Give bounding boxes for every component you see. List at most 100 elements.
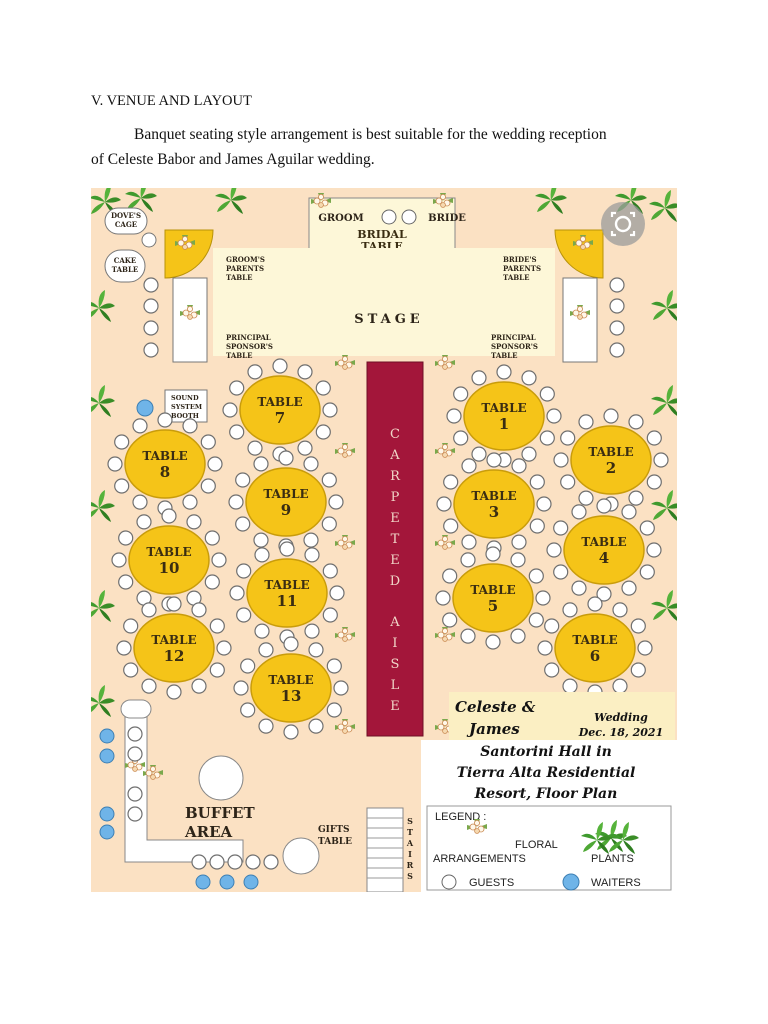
guest-chair <box>283 636 299 652</box>
sound-label: SOUND <box>171 394 199 402</box>
guest-chair <box>207 456 223 472</box>
guest-chair <box>118 530 134 546</box>
principal-left-label-3: TABLE <box>226 351 252 360</box>
guest-chair <box>235 472 251 488</box>
table-number: 5 <box>488 597 498 615</box>
table-word: TABLE <box>264 578 309 592</box>
guest-chair <box>539 386 555 402</box>
table-top <box>133 613 215 683</box>
title-names-2: James <box>466 720 520 738</box>
guest-chair <box>446 408 462 424</box>
table-top <box>245 467 327 537</box>
aisle-letter: E <box>390 511 400 526</box>
guest-chair <box>442 612 458 628</box>
stairs-letter: T <box>407 827 413 837</box>
guest-chair <box>114 478 130 494</box>
doves-cage-label: DOVE'S <box>111 211 141 220</box>
bride-label: BRIDE <box>428 213 466 224</box>
table-number: 7 <box>275 409 285 427</box>
guest-chair <box>254 623 270 639</box>
guest-chair <box>646 474 662 490</box>
table-number: 8 <box>160 463 170 481</box>
guest-chair <box>272 358 288 374</box>
aisle-letter: S <box>391 657 400 672</box>
section-heading: V. VENUE AND LAYOUT <box>91 93 252 109</box>
guest-chair <box>539 430 555 446</box>
aisle-letter: R <box>390 469 401 484</box>
bridal-label: BRIDAL <box>357 228 407 241</box>
guest-chair <box>628 490 644 506</box>
guest-legend-icon <box>441 874 457 890</box>
guest-chair <box>297 440 313 456</box>
legend-floral-2: ARRANGEMENTS <box>433 853 526 865</box>
brides-parents-label-3: TABLE <box>503 273 529 282</box>
guest-chair <box>233 680 249 696</box>
groom-label: GROOM <box>318 213 363 224</box>
guest-chair <box>111 552 127 568</box>
guest-chair <box>258 718 274 734</box>
aisle-letter: E <box>390 553 400 568</box>
guest-chair <box>304 547 320 563</box>
guest-chair <box>166 684 182 700</box>
guest-chair <box>322 607 338 623</box>
guest-chair <box>511 534 527 550</box>
sound-label-3: BOOTH <box>171 412 199 420</box>
table-top <box>463 381 545 451</box>
table-number: 4 <box>599 549 609 567</box>
guest-chair <box>222 402 238 418</box>
principal-right-label: PRINCIPAL <box>491 333 536 342</box>
guest-chair <box>326 702 342 718</box>
table-top <box>554 613 636 683</box>
stairs <box>366 807 404 892</box>
guest-chair <box>612 678 628 694</box>
guest-chair <box>123 618 139 634</box>
title-event: Wedding <box>594 711 648 724</box>
table-top <box>570 425 652 495</box>
guest-chair <box>544 662 560 678</box>
paragraph-line-2: of Celeste Babor and James Aguilar weddi… <box>91 151 375 168</box>
guest-chair <box>182 418 198 434</box>
table-top <box>452 563 534 633</box>
guest-chair <box>571 504 587 520</box>
guest-chair <box>639 564 655 580</box>
doves-cage-label-2: CAGE <box>115 220 137 229</box>
floor-plan-image: DOVE'S CAGE CAKE TABLE GROOM BRIDE BRIDA… <box>91 188 677 892</box>
guest-chair <box>141 602 157 618</box>
guest-chair <box>253 456 269 472</box>
guest-chair <box>443 474 459 490</box>
doves-cage <box>104 207 148 235</box>
intro-paragraph: Banquet seating style arrangement is bes… <box>91 122 691 172</box>
guest-chair <box>529 518 545 534</box>
guest-chair <box>612 602 628 618</box>
image-search-lens-icon[interactable] <box>601 202 645 246</box>
table-word: TABLE <box>588 445 633 459</box>
guest-chair <box>236 607 252 623</box>
table-word: TABLE <box>142 449 187 463</box>
sound-label-2: SYSTEM <box>171 403 202 411</box>
principal-left-label-2: SPONSOR'S <box>226 342 273 351</box>
guest-chair <box>303 456 319 472</box>
table-top <box>239 375 321 445</box>
guest-chair <box>141 678 157 694</box>
guest-chair <box>630 618 646 634</box>
guest-chair <box>496 364 512 380</box>
table-word: TABLE <box>471 489 516 503</box>
guest-chair <box>200 434 216 450</box>
venue-line-1: Santorini Hall in <box>480 744 612 760</box>
guest-chair <box>118 574 134 590</box>
guest-chair <box>315 424 331 440</box>
sound-system-booth <box>164 389 208 423</box>
guest-chair <box>304 623 320 639</box>
stairs-letter: S <box>407 816 413 826</box>
stairs-letter: I <box>408 849 412 859</box>
guest-chair <box>308 642 324 658</box>
grooms-parents-label-2: PARENTS <box>226 264 264 273</box>
guest-chair <box>435 590 451 606</box>
aisle-letter: E <box>390 699 400 714</box>
legend-guests: GUESTS <box>469 877 514 889</box>
guest-chair <box>186 514 202 530</box>
guest-chair <box>461 534 477 550</box>
